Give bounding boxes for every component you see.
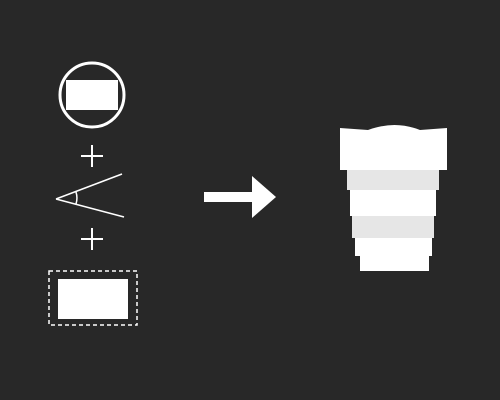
angle-of-view-icon (55, 173, 125, 218)
lens-icon (340, 125, 447, 271)
right-arrow-icon (204, 176, 276, 218)
image-circle-icon (58, 61, 126, 129)
plus-icon (81, 145, 103, 167)
sensor-frame-icon (48, 270, 138, 326)
plus-icon (81, 228, 103, 250)
